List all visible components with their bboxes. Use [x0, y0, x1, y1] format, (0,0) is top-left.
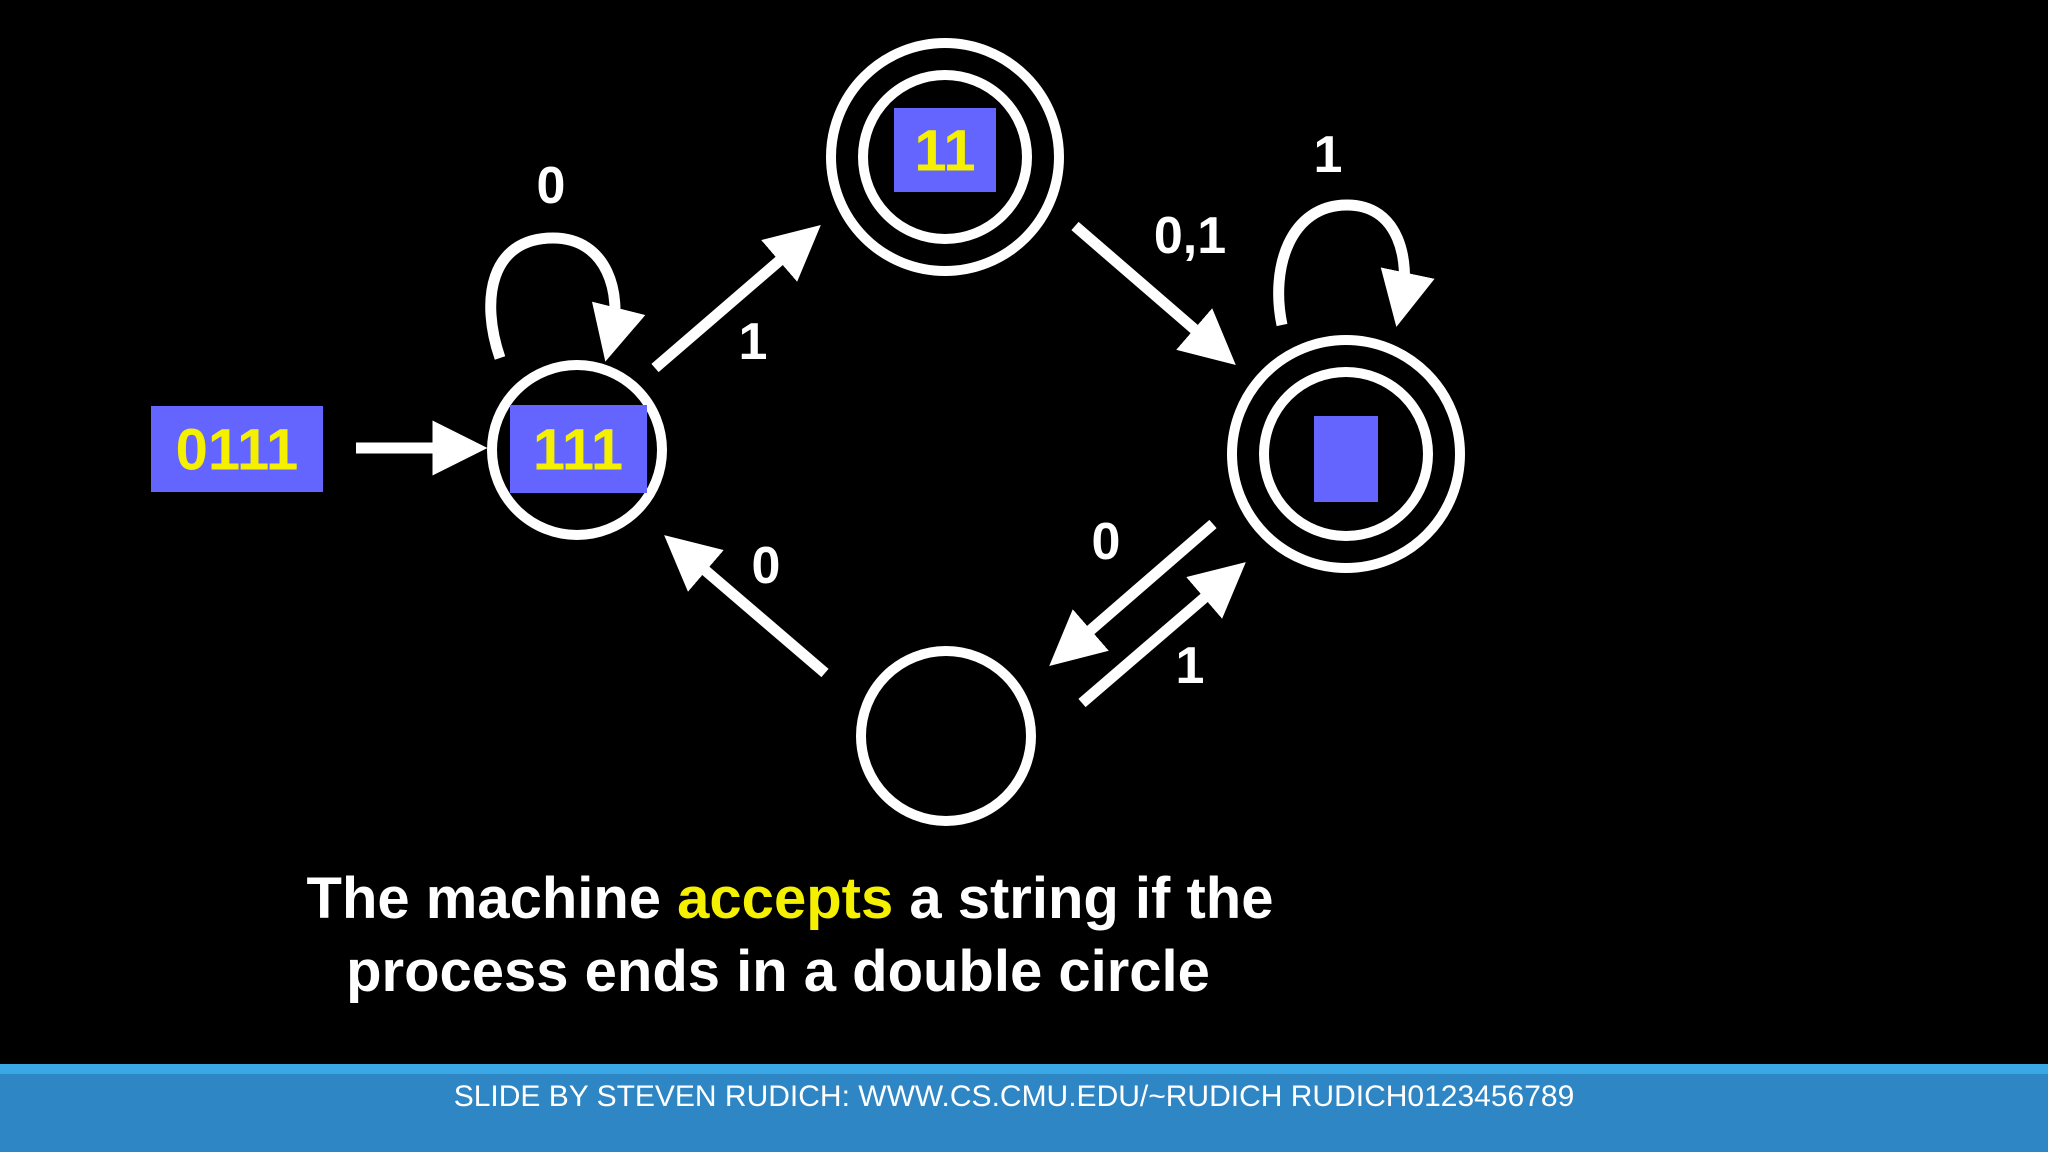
- state-right-tape-box: [1314, 416, 1378, 502]
- label-bottom-to-right: 1: [1176, 637, 1205, 695]
- caption-accepts-highlight: accepts: [677, 866, 894, 931]
- state-right-inner-circle: [1259, 367, 1433, 541]
- label-start-to-top: 1: [739, 313, 768, 371]
- caption-line-2: process ends in a double circle: [188, 936, 1368, 1008]
- transition-start-self-loop: [485, 232, 646, 362]
- label-right-to-bottom: 0: [1092, 513, 1121, 571]
- label-right-self: 1: [1314, 126, 1343, 184]
- dfa-diagram: 0111 111 11 0 1 0,1 1 0 1 0: [151, 38, 1465, 826]
- caption-line-2-text: process ends in a double circle: [346, 939, 1210, 1004]
- state-start-tape-box: [510, 405, 647, 493]
- footer-bar: SLIDE BY STEVEN RUDICH: WWW.CS.CMU.EDU/~…: [0, 1064, 2048, 1152]
- state-bottom-circle: [856, 646, 1036, 826]
- state-start-circle: [487, 360, 667, 540]
- state-right-outer-circle: [1227, 335, 1465, 573]
- transition-right-self-loop: [1273, 199, 1435, 327]
- caption-line-1: The machine accepts a string if the: [200, 863, 1380, 935]
- label-bottom-to-start: 0: [752, 537, 781, 595]
- transition-start-to-top: [651, 225, 821, 373]
- input-tape: 0111: [151, 406, 323, 492]
- transition-top-to-right: [1071, 221, 1236, 365]
- caption-line-1-start: The machine: [306, 866, 678, 931]
- state-start: 111: [487, 360, 667, 540]
- state-top-inner-circle: [858, 70, 1032, 244]
- state-top-tape-box: [894, 108, 996, 192]
- transition-bottom-to-right: [1078, 562, 1246, 708]
- caption-line-1-end: a string if the: [893, 866, 1274, 931]
- input-tape-box: [151, 406, 323, 492]
- state-top-outer-circle: [826, 38, 1064, 276]
- input-tape-text: 0111: [176, 418, 299, 483]
- state-right-accept: [1227, 335, 1465, 573]
- state-top-accept: 11: [826, 38, 1064, 276]
- transition-bottom-to-start: [664, 535, 829, 678]
- label-start-self: 0: [537, 157, 566, 215]
- footer-credit: SLIDE BY STEVEN RUDICH: WWW.CS.CMU.EDU/~…: [453, 1080, 1575, 1113]
- transition-right-to-bottom: [1049, 519, 1217, 667]
- state-bottom: [856, 646, 1036, 826]
- state-start-tape-text: 111: [533, 418, 623, 483]
- state-top-tape-text: 11: [914, 119, 975, 184]
- label-top-to-right: 0,1: [1154, 207, 1226, 265]
